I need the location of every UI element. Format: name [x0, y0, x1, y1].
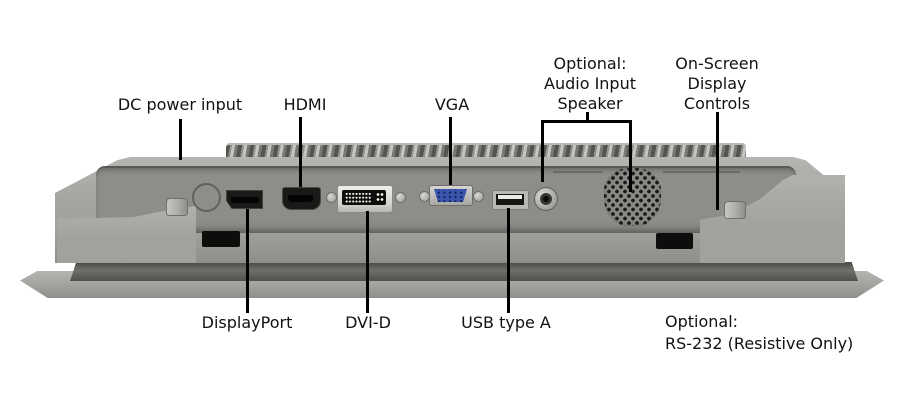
panel-seam-right [663, 171, 740, 173]
label-dc-power: DC power input [117, 95, 243, 114]
callout-bracket-left-audio [541, 120, 544, 182]
label-audio-optional: Optional: Audio Input Speaker [520, 54, 660, 114]
label-osd-line3: Controls [683, 94, 751, 113]
label-audio-line1: Optional: [553, 54, 627, 73]
right-stud [724, 201, 746, 219]
callout-bracket-stem-audio [586, 112, 589, 122]
audio-jack-hole [543, 196, 549, 202]
dvi-pin-cluster [376, 192, 384, 203]
label-audio-line3: Speaker [557, 94, 623, 113]
callout-line-displayport [246, 209, 249, 313]
callout-bracket-bar-audio [541, 120, 632, 123]
callout-line-vga [449, 117, 452, 185]
vga-connector [429, 185, 473, 206]
label-rs232-line1: Optional: [665, 312, 739, 331]
label-audio-line2: Audio Input [544, 74, 636, 93]
label-hdmi: HDMI [283, 95, 327, 114]
bezel-gasket-strip [70, 262, 858, 281]
label-rs232-line2: RS-232 (Resistive Only) [665, 334, 854, 353]
left-stud [166, 198, 188, 216]
label-vga: VGA [434, 95, 470, 114]
left-mount-slot [202, 231, 240, 247]
dvi-pin-grid [345, 192, 371, 203]
callout-line-hdmi [299, 117, 302, 187]
callout-line-dc-power [179, 119, 182, 160]
displayport-slot [231, 197, 259, 203]
label-osd-line1: On-Screen [675, 54, 759, 73]
label-osd: On-Screen Display Controls [647, 54, 787, 114]
callout-line-dvi [366, 211, 369, 313]
speaker-grille [604, 168, 661, 226]
vga-screw-post-right [473, 191, 484, 202]
callout-bracket-right-audio [629, 120, 632, 192]
dc-power-socket [192, 183, 221, 212]
dvi-d-connector [337, 185, 393, 213]
label-usb: USB type A [461, 313, 551, 332]
dvi-screw-post-left [326, 192, 337, 203]
right-mount-slot [656, 233, 693, 249]
hdmi-slot [288, 195, 313, 202]
hdmi-connector [282, 187, 321, 210]
label-displayport: DisplayPort [201, 313, 293, 332]
displayport-connector [226, 190, 263, 209]
callout-line-usb [507, 208, 510, 313]
panel-seam-left [553, 171, 602, 173]
usb-tongue [498, 195, 522, 199]
label-rs232: Optional: RS-232 (Resistive Only) [665, 311, 895, 355]
callout-line-osd [716, 112, 719, 210]
label-dvi: DVI-D [345, 313, 391, 332]
audio-jack [534, 187, 558, 211]
dvi-screw-post-right [395, 192, 406, 203]
label-osd-line2: Display [687, 74, 747, 93]
vga-dsub-blue [434, 189, 467, 202]
usb-a-connector [492, 190, 529, 210]
usb-cavity [496, 194, 524, 205]
